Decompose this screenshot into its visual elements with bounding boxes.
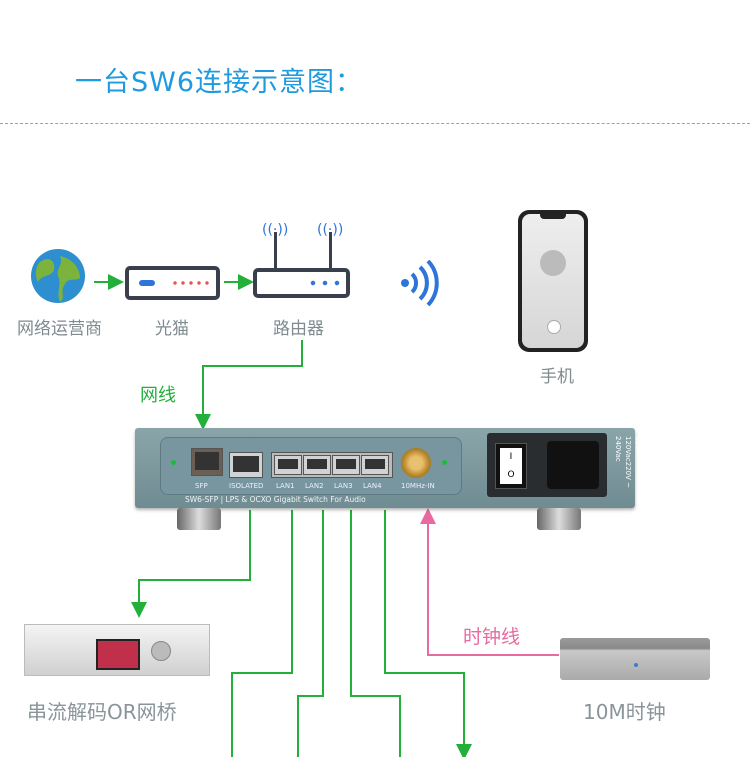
network-cable-label: 网线 (140, 385, 176, 406)
isolated-port[interactable] (229, 452, 263, 478)
port-label: LAN4 (363, 482, 382, 490)
router-image (253, 268, 350, 298)
signal-icon: ((·)) (317, 222, 344, 238)
port-label: SFP (195, 482, 208, 490)
port-label: 10MHz-IN (401, 482, 435, 490)
divider (0, 123, 750, 124)
router-switch-line (195, 340, 303, 430)
voltage-label: 110V ~ 120Vac220V ~ 240Vac (613, 436, 643, 508)
lan1-port[interactable] (274, 455, 302, 475)
port-label: ISOLATED (229, 482, 264, 490)
switch-foot (177, 508, 221, 530)
voltage-1: 110V ~ 120Vac (624, 436, 642, 463)
page-title: 一台SW6连接示意图： (75, 67, 364, 98)
isp-label: 网络运营商 (17, 319, 102, 339)
lan1-line (231, 510, 293, 757)
lan3-line (350, 510, 401, 757)
power-socket[interactable] (547, 441, 599, 489)
sw6-switch: SFP ISOLATED LAN1 LAN2 LAN3 LAN4 10MHz-I… (135, 428, 642, 508)
voltage-2: 220V ~ 240Vac (614, 436, 632, 488)
model-text: SW6-SFP | LPS & OCXO Gigabit Switch For … (185, 495, 366, 504)
clock-device-image (560, 638, 710, 680)
bnc-connector[interactable] (401, 448, 431, 478)
clock-line (420, 508, 559, 656)
streamer-label: 串流解码OR网桥 (27, 700, 177, 724)
port-label: LAN3 (334, 482, 353, 490)
port-label: LAN2 (305, 482, 324, 490)
lan4-line (384, 510, 472, 757)
globe-icon (31, 249, 85, 303)
status-led (442, 460, 447, 465)
modem-label: 光猫 (155, 319, 189, 339)
router-antenna (329, 232, 332, 268)
phone-label: 手机 (540, 367, 574, 387)
clock-cable-label: 时钟线 (463, 626, 521, 648)
clock-label: 10M时钟 (583, 700, 666, 724)
lan2-line (297, 510, 324, 757)
isolated-streamer-line (131, 510, 251, 618)
router-antenna (274, 232, 277, 268)
switch-foot (537, 508, 581, 530)
lan2-port[interactable] (303, 455, 331, 475)
lan-port-group (271, 452, 393, 478)
lan3-port[interactable] (332, 455, 360, 475)
router-label: 路由器 (273, 319, 324, 339)
wifi-icon (401, 260, 439, 306)
sfp-port[interactable] (191, 448, 223, 476)
port-label: LAN1 (276, 482, 295, 490)
streamer-image (24, 624, 210, 676)
phone-image (518, 210, 588, 352)
modem-image (125, 266, 220, 300)
port-panel: SFP ISOLATED LAN1 LAN2 LAN3 LAN4 10MHz-I… (160, 437, 462, 495)
status-led (171, 460, 176, 465)
lan4-port[interactable] (361, 455, 389, 475)
signal-icon: ((·)) (262, 222, 289, 238)
